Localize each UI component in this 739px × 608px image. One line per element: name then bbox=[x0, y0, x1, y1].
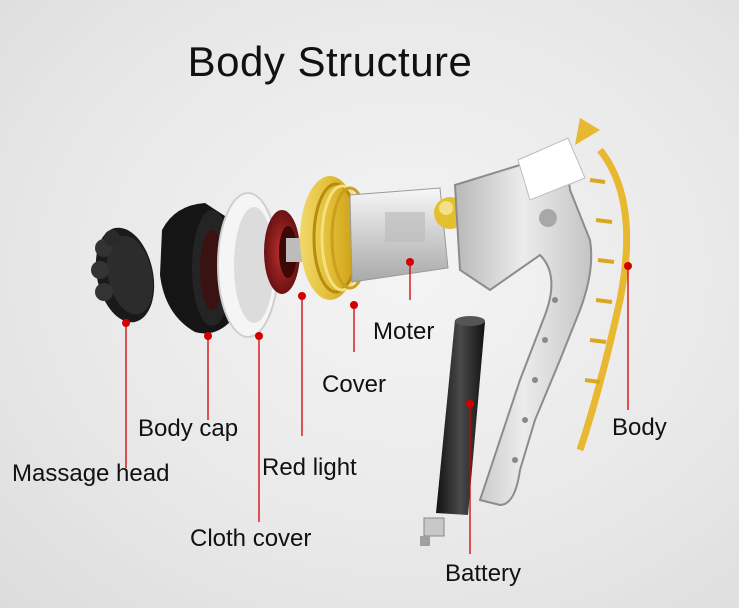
massage-head-part bbox=[91, 227, 155, 323]
label-body-cap: Body cap bbox=[138, 415, 239, 442]
cloth-cover-part bbox=[217, 192, 279, 338]
motor-part bbox=[349, 187, 466, 283]
label-battery: Battery bbox=[445, 560, 522, 587]
leader-dot-cloth-cover bbox=[255, 332, 263, 340]
leader-dot-body bbox=[624, 262, 632, 270]
leader-dot-cover bbox=[350, 301, 358, 309]
battery-part bbox=[420, 316, 485, 546]
leader-dot-battery bbox=[466, 400, 474, 408]
label-moter: Moter bbox=[373, 318, 435, 345]
leader-dot-red-light bbox=[298, 292, 306, 300]
label-cloth-cover: Cloth cover bbox=[190, 525, 312, 552]
body-shell-part bbox=[453, 137, 593, 507]
leader-lines bbox=[122, 258, 632, 554]
leader-dot-massage-head bbox=[122, 319, 130, 327]
diagram-title: Body Structure bbox=[187, 38, 473, 85]
label-cover: Cover bbox=[322, 371, 387, 398]
label-massage-head: Massage head bbox=[12, 460, 170, 487]
leader-dot-moter bbox=[406, 258, 414, 266]
label-body: Body bbox=[612, 414, 667, 441]
leader-dot-body-cap bbox=[204, 332, 212, 340]
body-edge-part bbox=[575, 118, 631, 452]
label-red-light: Red light bbox=[262, 454, 357, 481]
